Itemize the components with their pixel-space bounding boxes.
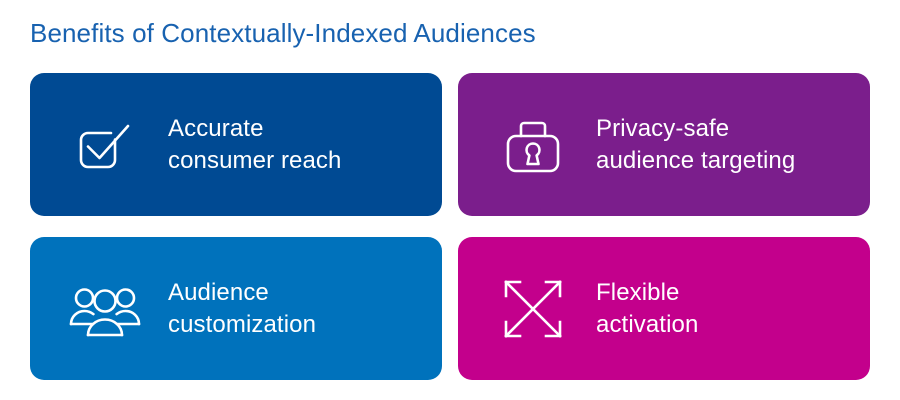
- benefit-card-accurate-consumer-reach[interactable]: Accurate consumer reach: [30, 73, 442, 216]
- benefit-card-privacy-safe-audience-targeting[interactable]: Privacy-safe audience targeting: [458, 73, 870, 216]
- people-group-icon: [64, 268, 146, 350]
- benefit-card-audience-customization[interactable]: Audience customization: [30, 237, 442, 380]
- benefit-cards-grid: Accurate consumer reach Privacy-safe aud…: [30, 73, 870, 380]
- benefit-card-label: Accurate consumer reach: [168, 113, 341, 176]
- page-title: Benefits of Contextually-Indexed Audienc…: [30, 18, 536, 48]
- benefit-card-label: Privacy-safe audience targeting: [596, 113, 795, 176]
- benefit-card-line1: Audience: [168, 278, 269, 306]
- benefit-card-label: Audience customization: [168, 277, 316, 340]
- benefit-card-line1: Accurate: [168, 114, 264, 142]
- benefit-card-flexible-activation[interactable]: Flexible activation: [458, 237, 870, 380]
- benefit-card-line1: Privacy-safe: [596, 114, 730, 142]
- benefit-card-line2: audience targeting: [596, 146, 796, 174]
- benefit-card-line1: Flexible: [596, 278, 680, 306]
- benefit-card-line2: customization: [168, 310, 317, 338]
- benefit-card-line2: activation: [596, 310, 699, 338]
- padlock-icon: [492, 104, 574, 186]
- checkbox-check-icon: [64, 104, 146, 186]
- benefit-card-label: Flexible activation: [596, 277, 698, 340]
- benefit-card-line2: consumer reach: [168, 146, 342, 174]
- expand-arrows-icon: [492, 268, 574, 350]
